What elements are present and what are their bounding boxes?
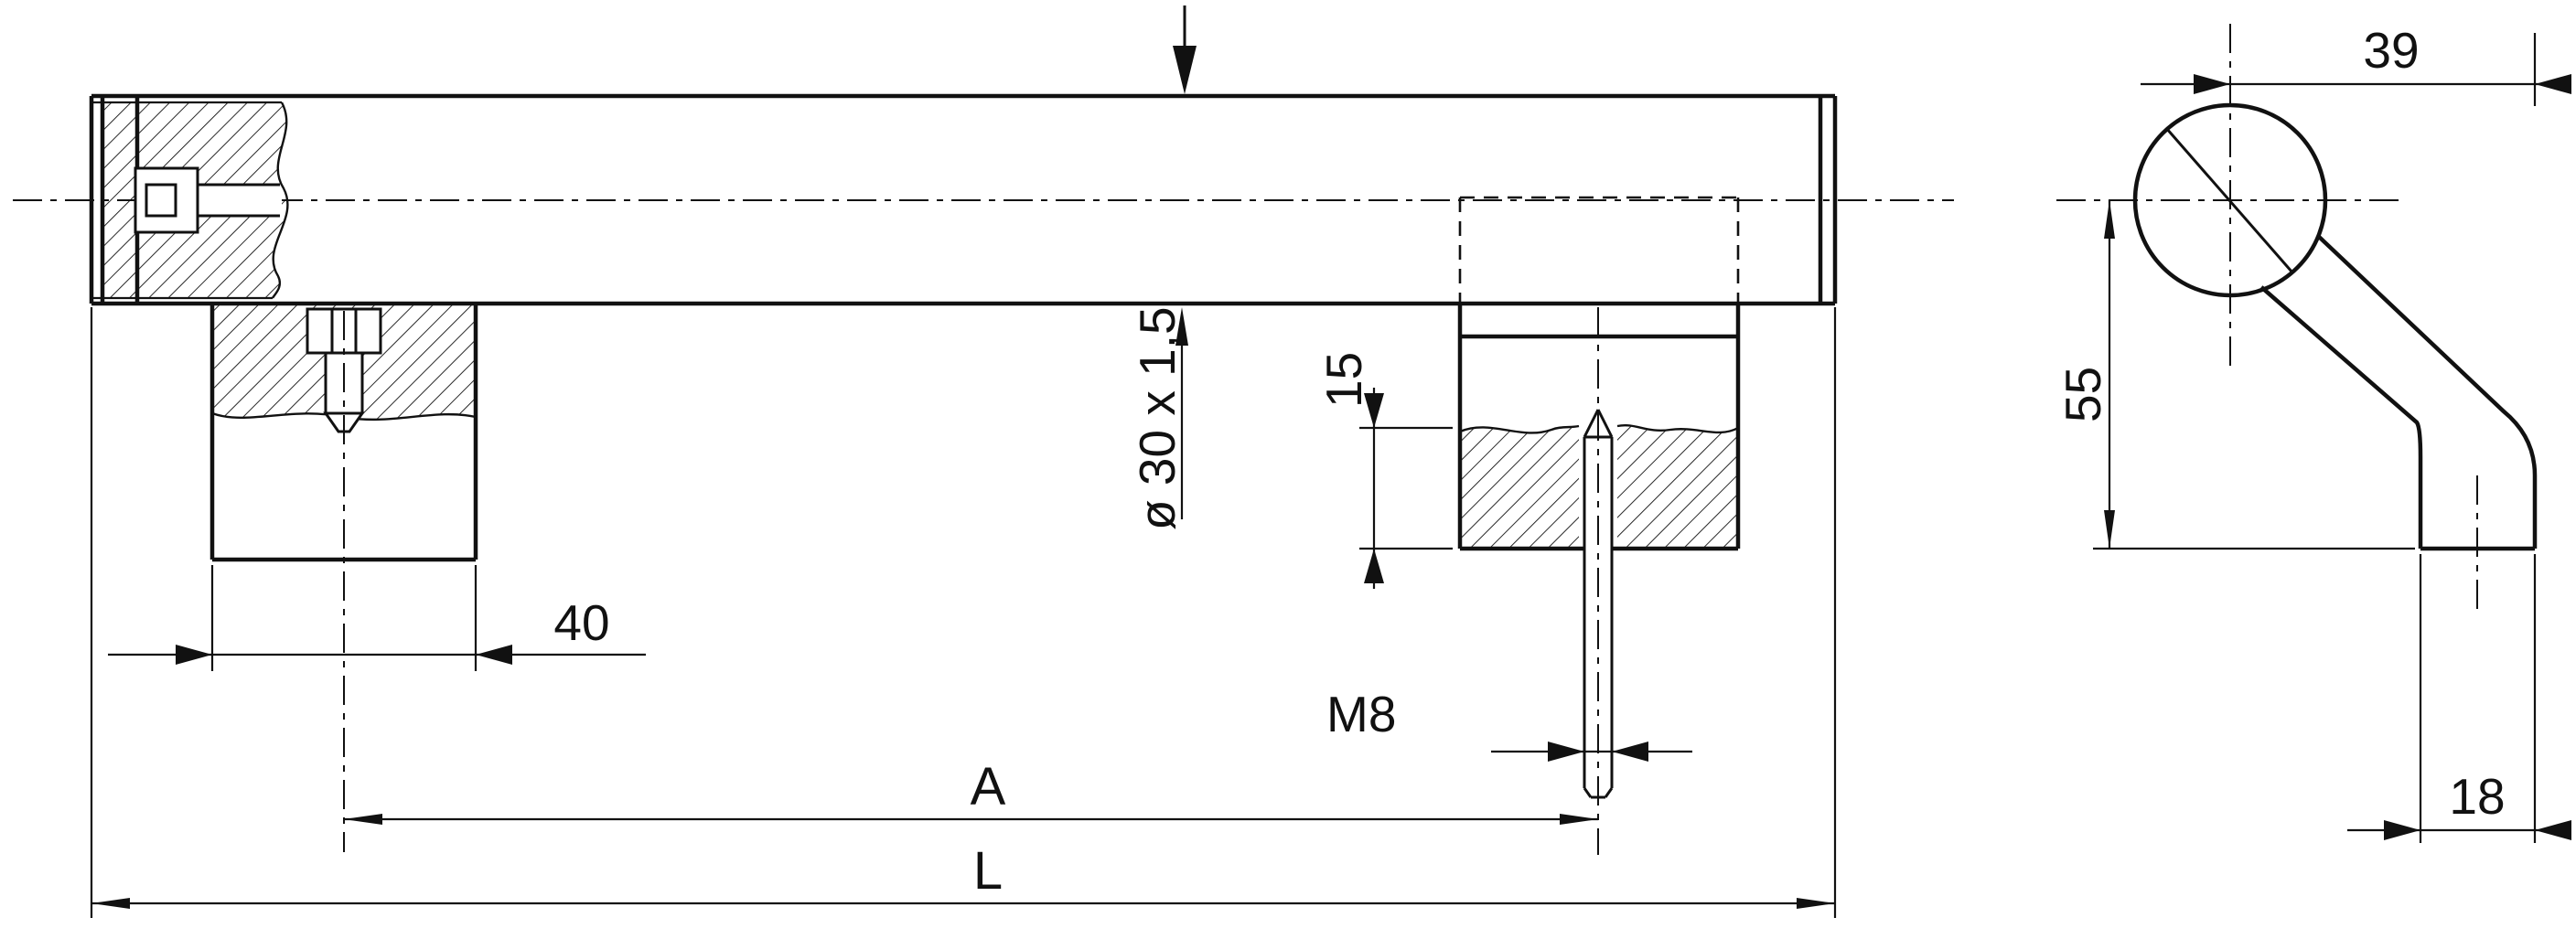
view-direction-arrow: [1173, 5, 1197, 94]
front-view: 40 ø 30 x 1,5 15 M8 A: [13, 5, 1954, 918]
right-mounting-block: [1457, 196, 1741, 855]
dim-a-label: A: [971, 757, 1006, 816]
dim-40-label: 40: [553, 594, 609, 651]
dimension-tube-diameter: ø 30 x 1,5: [1129, 306, 1188, 530]
dim-tube-label: ø 30 x 1,5: [1129, 306, 1186, 530]
dimension-l: L: [90, 307, 1837, 918]
side-view: 39 55 18: [2055, 22, 2571, 843]
dimension-18: 18: [2347, 554, 2571, 843]
horizontal-cap-screw: [134, 166, 282, 234]
dim-m8-label: M8: [1326, 686, 1396, 742]
dim-l-label: L: [973, 841, 1003, 901]
dimension-39: 39: [2141, 22, 2571, 106]
dimension-55: 55: [2055, 200, 2415, 550]
dim-39-label: 39: [2363, 22, 2419, 79]
dimension-m8: M8: [1326, 686, 1692, 762]
handle-leg-profile: [2259, 234, 2538, 551]
tube-end-circle: [2132, 102, 2328, 298]
dimension-a: A: [344, 757, 1598, 825]
left-mounting-post: [209, 304, 478, 852]
dim-15-label: 15: [1315, 352, 1372, 408]
dimension-15: 15: [1315, 352, 1453, 589]
dim-18-label: 18: [2449, 768, 2505, 825]
dim-55-label: 55: [2055, 367, 2111, 422]
dimension-40: 40: [108, 565, 646, 671]
left-end-cap-section: [91, 96, 289, 304]
